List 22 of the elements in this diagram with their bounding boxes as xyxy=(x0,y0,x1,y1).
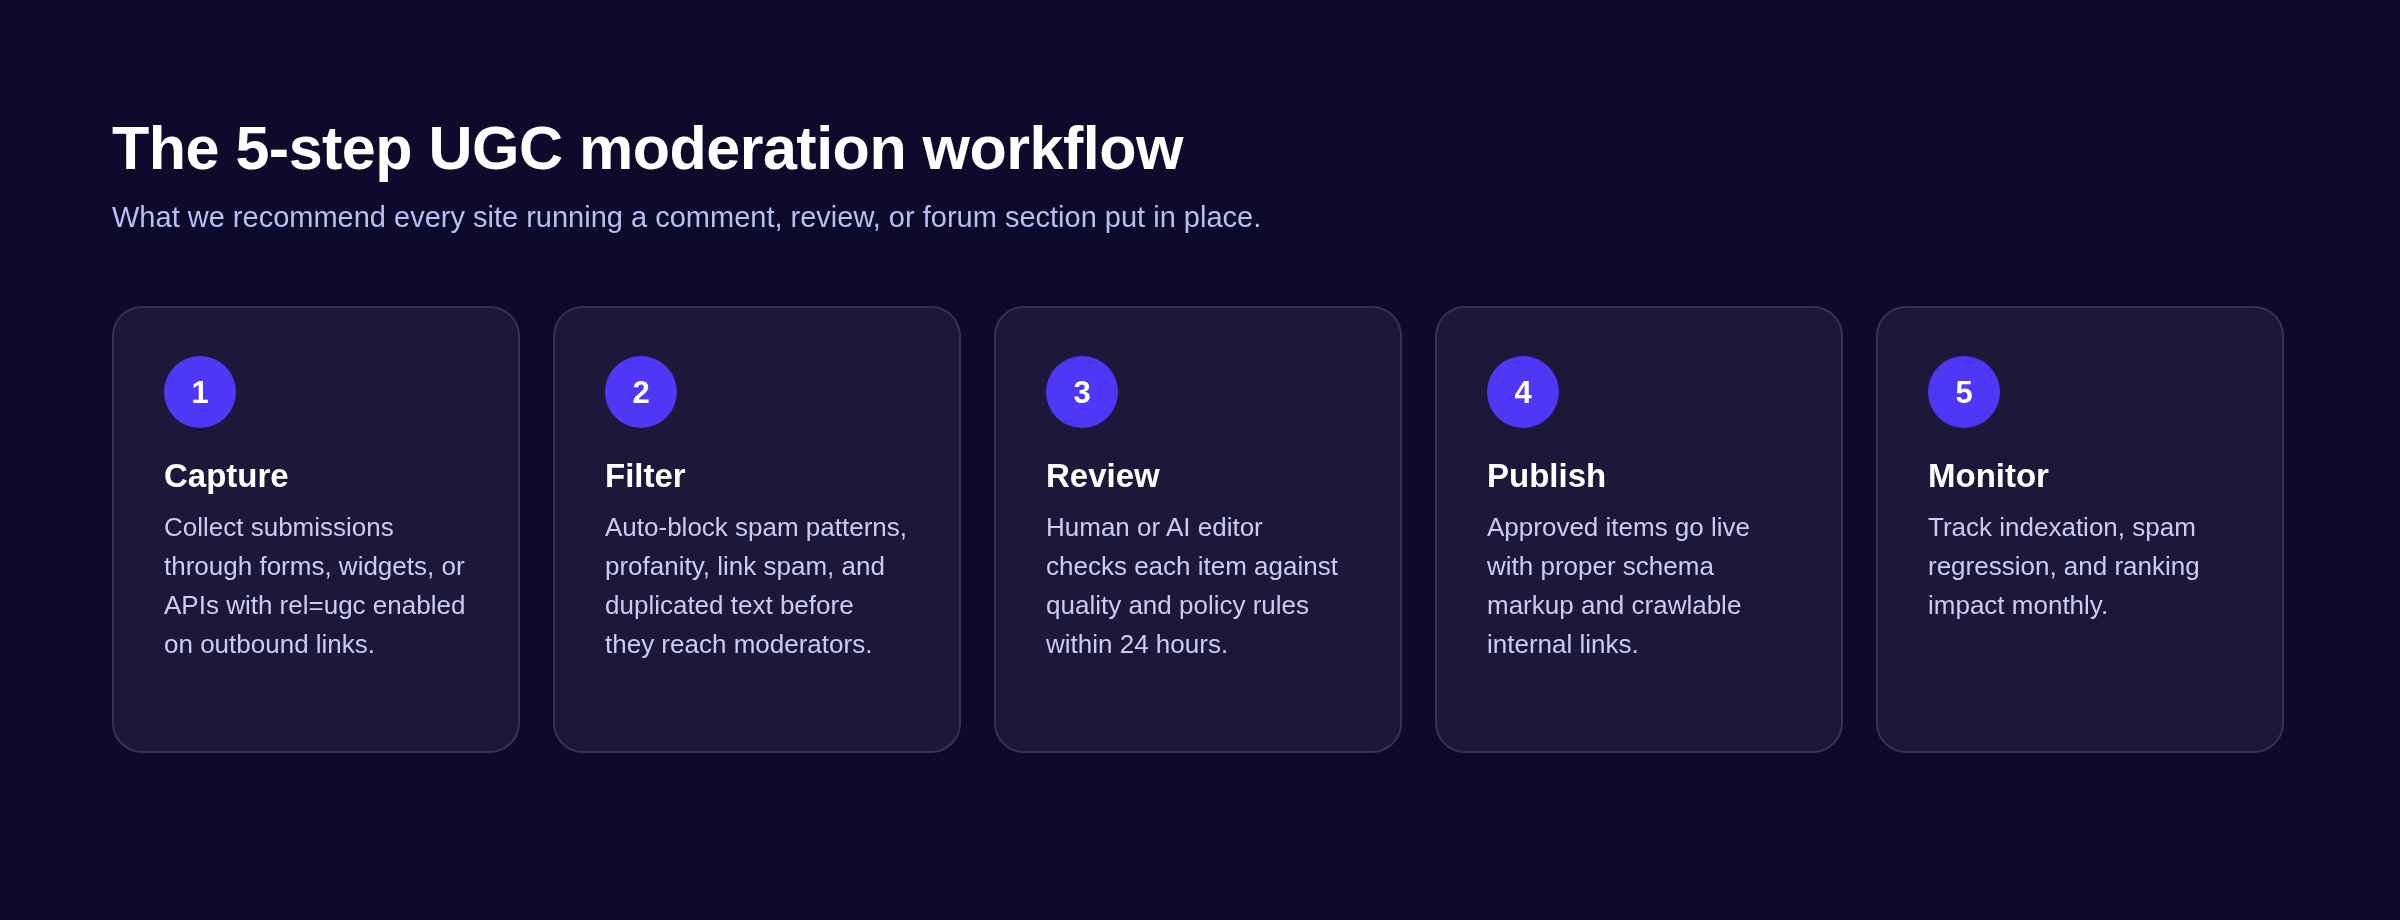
step-heading: Capture xyxy=(164,456,290,496)
step-description: Human or AI editor checks each item against quality and policy rules within 24 hours. xyxy=(1046,511,1339,661)
step-number-badge: 3 xyxy=(1046,356,1118,428)
step-heading: Publish xyxy=(1487,456,1608,496)
step-heading: Review xyxy=(1046,456,1161,496)
step-card xyxy=(553,306,961,753)
step-description: Collect submissions through forms, widgets, or APIs with rel=ugc enabled on outbound links. xyxy=(164,511,467,661)
step-card xyxy=(1435,306,1843,753)
subtitle: What we recommend every site running a comment, review, or forum section put in place. xyxy=(112,200,1262,235)
step-card xyxy=(994,306,1402,753)
step-number-badge: 5 xyxy=(1928,356,2000,428)
step-number-badge: 2 xyxy=(605,356,677,428)
step-number-badge: 1 xyxy=(164,356,236,428)
step-card xyxy=(112,306,520,753)
title: The 5-step UGC moderation workflow xyxy=(112,113,1183,184)
step-number-badge: 4 xyxy=(1487,356,1559,428)
step-description: Track indexation, spam regression, and ranking impact monthly. xyxy=(1928,511,2201,622)
step-description: Approved items go live with proper schema markup and crawlable internal links. xyxy=(1487,511,1752,661)
step-description: Auto-block spam patterns, profanity, link spam, and duplicated text before they reach moderators. xyxy=(605,511,909,661)
step-heading: Filter xyxy=(605,456,687,496)
step-card xyxy=(1876,306,2284,753)
step-heading: Monitor xyxy=(1928,456,2050,496)
